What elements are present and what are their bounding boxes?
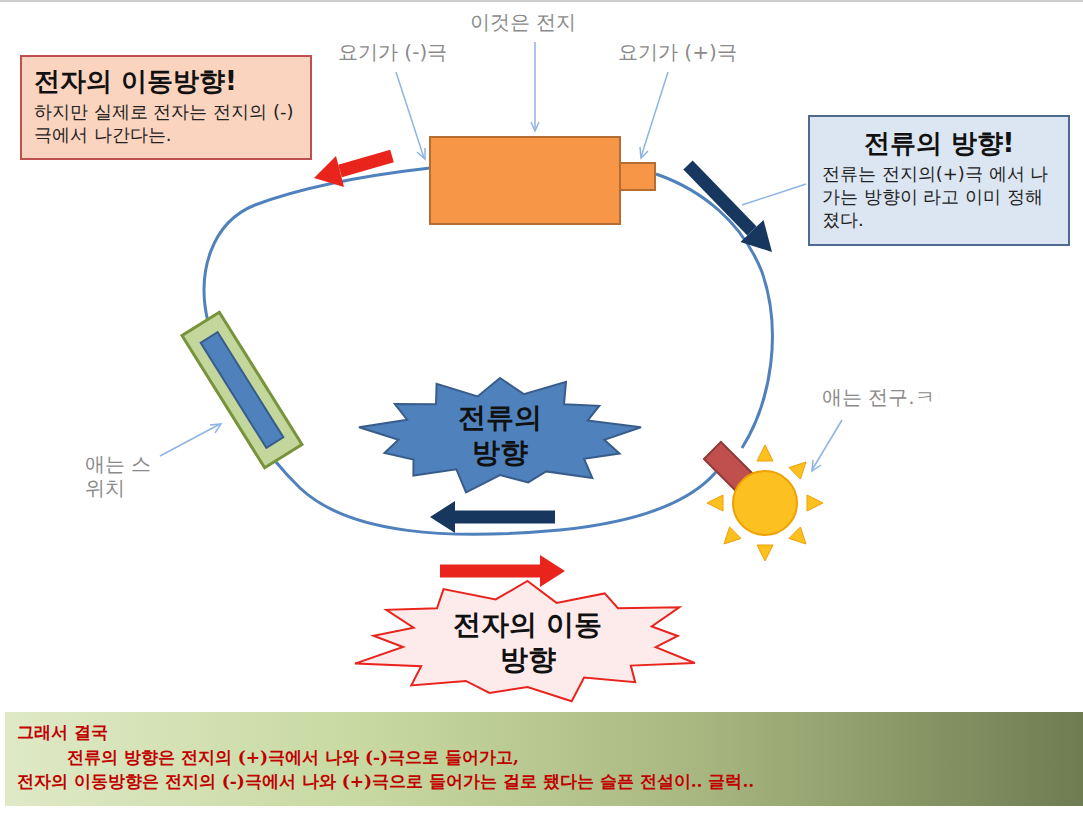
pole-label: 요기가 (-)극	[338, 40, 447, 64]
starburst-text: 전류의 방향	[444, 400, 556, 470]
starburst-outline	[340, 578, 715, 706]
battery-terminal	[620, 163, 655, 190]
callout-box: 전류의 방향!전류는 전지의(+)극 에서 나가는 방향이 라고 이미 정해졌다…	[808, 115, 1070, 246]
callout-heading: 전류의 방향!	[822, 127, 1056, 160]
top-rule	[0, 1, 1083, 2]
conclusion-band: 그래서 결국전류의 방향은 전지의 (+)극에서 나와 (-)극으로 들어가고,…	[5, 712, 1083, 806]
band-text: 전자의 이동방향은 전지의 (-)극에서 나와 (+)극으로 들어가는 걸로 됐…	[17, 769, 1071, 794]
current-arrow	[688, 165, 772, 252]
electron-arrow	[314, 156, 392, 187]
starburst: 전류의 방향	[355, 372, 645, 497]
current-arrow	[430, 501, 555, 533]
band-heading: 그래서 결국	[17, 720, 1071, 745]
starburst-outline	[355, 372, 645, 497]
switch-label: 애는 스위치	[85, 452, 157, 500]
starburst-text-holder: 전자의 이동 방향	[448, 607, 608, 677]
band-text: 전류의 방향은 전지의 (+)극에서 나와 (-)극으로 들어가고,	[17, 745, 1071, 770]
callout-body: 전류는 전지의(+)극 에서 나가는 방향이 라고 이미 정해졌다.	[822, 162, 1056, 232]
bulb-label: 애는 전구.ㅋ	[822, 385, 935, 409]
starburst-text-holder: 전류의 방향	[444, 400, 556, 470]
battery-label: 이것은 전지	[470, 10, 576, 34]
pole-label: 요기가 (+)극	[618, 40, 737, 64]
bulb-symbol	[704, 442, 823, 561]
starburst: 전자의 이동 방향	[340, 578, 715, 706]
callout-body: 하지만 실제로 전자는 전지의 (-)극에서 나간다는.	[34, 100, 298, 147]
starburst-text: 전자의 이동 방향	[448, 607, 608, 677]
switch-symbol	[182, 312, 302, 468]
callout-heading: 전자의 이동방향!	[34, 65, 298, 98]
callout-box: 전자의 이동방향!하지만 실제로 전자는 전지의 (-)극에서 나간다는.	[20, 55, 312, 160]
electron-arrow	[440, 555, 565, 587]
battery	[430, 137, 620, 224]
